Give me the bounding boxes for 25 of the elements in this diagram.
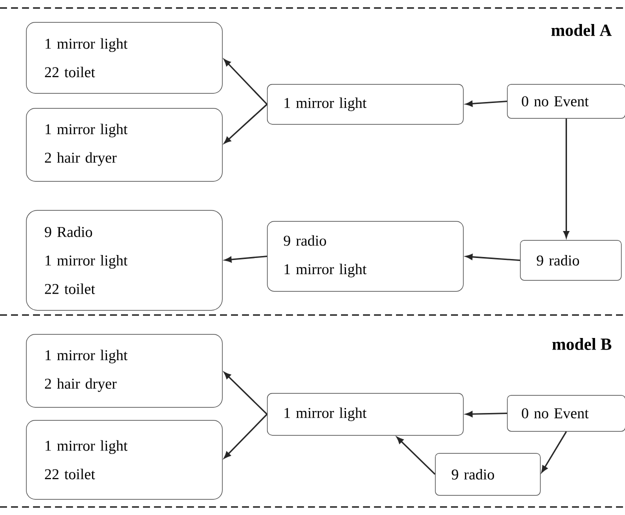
arrow xyxy=(224,256,268,262)
process-box: 9 radio xyxy=(520,240,622,281)
section-label: model B xyxy=(552,338,612,350)
arrow xyxy=(396,436,436,475)
process-box: 1 mirror light 22 toilet xyxy=(26,420,223,500)
process-box: 1 mirror light 2 hair dryer xyxy=(26,108,223,182)
process-box: 0 no Event xyxy=(507,395,625,432)
arrow xyxy=(563,118,570,238)
process-box: 9 Radio 1 mirror light 22 toilet xyxy=(26,210,223,311)
section-label: model A xyxy=(551,24,612,36)
arrow xyxy=(224,59,268,105)
arrow xyxy=(466,254,520,261)
process-box: 1 mirror light 22 toilet xyxy=(26,22,223,94)
arrow xyxy=(224,414,268,458)
arrow xyxy=(224,372,268,415)
process-box: 0 no Event xyxy=(507,84,625,119)
arrow xyxy=(466,100,508,107)
process-box: 9 radio xyxy=(435,453,541,496)
arrow xyxy=(541,431,567,473)
arrow xyxy=(224,104,268,144)
process-box: 1 mirror light xyxy=(267,84,464,125)
process-box: 1 mirror light xyxy=(267,393,464,436)
process-box: 1 mirror light 2 hair dryer xyxy=(26,334,223,408)
arrow xyxy=(466,411,508,418)
process-box: 9 radio 1 mirror light xyxy=(267,221,464,292)
